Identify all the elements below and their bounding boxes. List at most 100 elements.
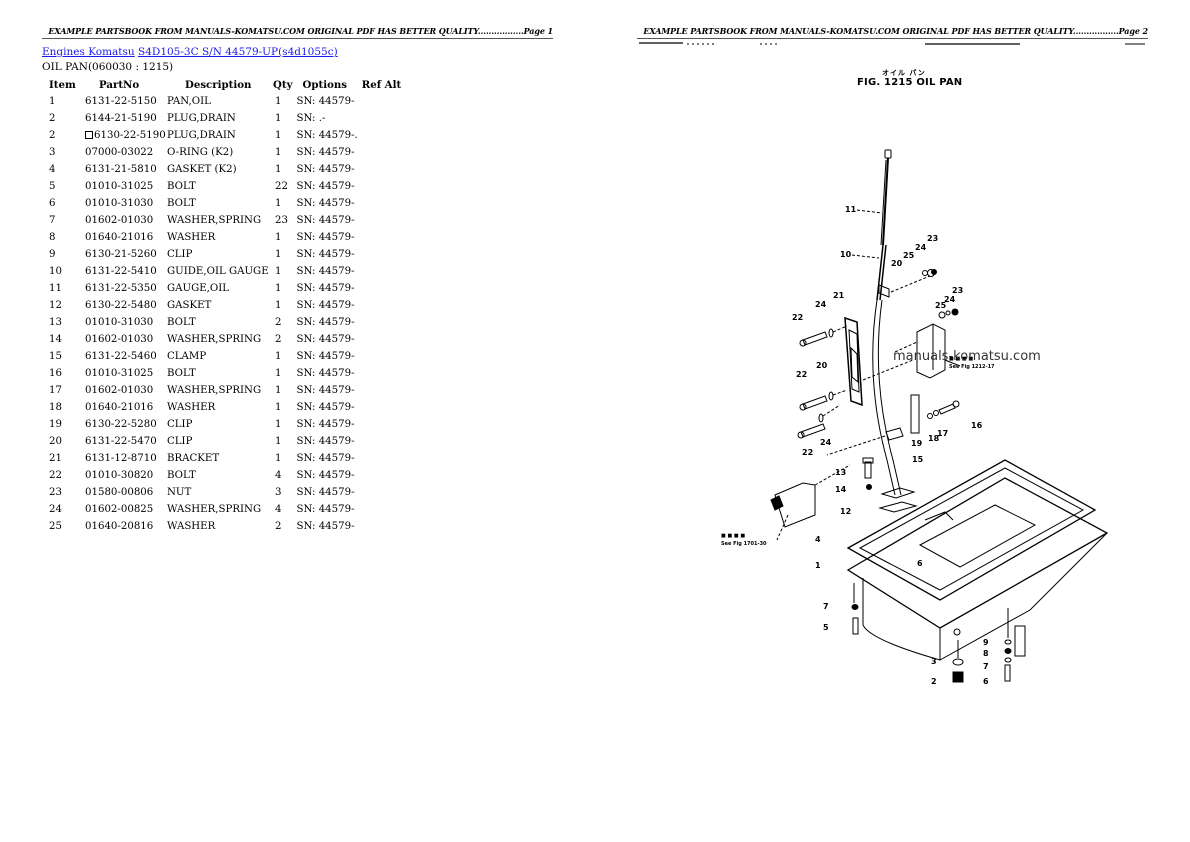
cell-ref-alt xyxy=(358,331,412,348)
cell-options: SN: 44579- xyxy=(296,487,355,498)
breadcrumb-link-engines-komatsu[interactable]: Engines Komatsu xyxy=(42,46,135,58)
cell-partno: 6130-22-5190 xyxy=(85,127,167,144)
svg-text:24: 24 xyxy=(944,295,956,304)
page-header: EXAMPLE PARTSBOOK FROM MANUALS-KOMATSU.C… xyxy=(643,26,1148,36)
cell-partno: 01010-30820 xyxy=(85,470,154,481)
cell-options: SN: 44579- xyxy=(296,402,355,413)
svg-text:6: 6 xyxy=(917,559,923,568)
cell-partno: 01010-31025 xyxy=(85,368,154,379)
oil-gauge-dipstick xyxy=(872,149,902,496)
cell-qty: 2 xyxy=(275,334,282,345)
cell-description: O-RING (K2) xyxy=(167,147,234,158)
bracket-21 xyxy=(844,316,863,407)
cell-ref-alt xyxy=(358,484,412,501)
cell-options: SN: 44579- xyxy=(296,521,355,532)
cell-description: WASHER,SPRING xyxy=(167,504,262,515)
cell-ref-alt xyxy=(358,229,412,246)
cell-qty: 3 xyxy=(275,487,282,498)
cell-description: NUT xyxy=(167,487,192,498)
drain-plug-2 xyxy=(952,640,964,683)
cell-partno: 6131-22-5470 xyxy=(85,436,157,447)
cell-options: SN: 44579- xyxy=(296,351,355,362)
svg-text:20: 20 xyxy=(816,361,828,370)
cell-partno: 01640-21016 xyxy=(85,232,154,243)
cell-options: SN: 44579- xyxy=(296,266,355,277)
svg-text:1: 1 xyxy=(815,561,821,570)
svg-text:See Fig 1212-17: See Fig 1212-17 xyxy=(949,364,995,370)
cell-options: SN: 44579- xyxy=(296,283,355,294)
cell-ref-alt xyxy=(358,212,412,229)
cell-description: WASHER,SPRING xyxy=(167,334,262,345)
svg-text:4: 4 xyxy=(815,535,821,544)
cell-ref-alt xyxy=(358,518,412,535)
cell-options: SN: 44579- xyxy=(296,300,355,311)
cell-qty: 1 xyxy=(275,232,282,243)
cell-ref-alt xyxy=(358,127,412,144)
cell-options: SN: 44579- xyxy=(296,334,355,345)
col-header-ref-alt: Ref Alt xyxy=(361,78,402,91)
cell-item: 22 xyxy=(49,470,62,481)
cell-item: 23 xyxy=(49,487,62,498)
cell-item: 3 xyxy=(49,147,56,158)
mounting-block xyxy=(862,308,961,381)
cell-description: BOLT xyxy=(167,317,196,328)
bolt-group-right xyxy=(1004,608,1026,682)
gauge-base-fasteners xyxy=(862,457,918,513)
cell-qty: 1 xyxy=(275,96,282,107)
svg-text:■ ■ ■ ■: ■ ■ ■ ■ xyxy=(949,356,973,362)
svg-text:15: 15 xyxy=(912,455,924,464)
cell-item: 15 xyxy=(49,351,62,362)
cell-item: 9 xyxy=(49,249,56,260)
cell-ref-alt xyxy=(358,297,412,314)
svg-text:8: 8 xyxy=(983,649,989,658)
cell-qty: 1 xyxy=(275,198,282,209)
page-2: EXAMPLE PARTSBOOK FROM MANUALS-KOMATSU.C… xyxy=(595,0,1190,842)
scan-artifact-lines xyxy=(639,42,1145,45)
cell-qty: 1 xyxy=(275,300,282,311)
svg-text:25: 25 xyxy=(935,301,947,310)
side-bracket xyxy=(770,464,851,541)
cell-ref-alt xyxy=(358,399,412,416)
cell-qty: 1 xyxy=(275,113,282,124)
cell-item: 7 xyxy=(49,215,56,226)
cell-qty: 1 xyxy=(275,436,282,447)
cell-description: BOLT xyxy=(167,368,196,379)
cell-item: 2 xyxy=(49,113,56,124)
cell-description: GAUGE,OIL xyxy=(167,283,230,294)
svg-text:7: 7 xyxy=(823,602,829,611)
cell-partno: 01602-01030 xyxy=(85,215,154,226)
cell-qty: 22 xyxy=(275,181,288,192)
breadcrumb-link-model[interactable]: S4D105-3C S/N 44579-UP(s4d1055c) xyxy=(138,46,338,58)
col-header-options: Options xyxy=(302,78,348,91)
watermark-text: manuals-komatsu.com xyxy=(893,349,1041,364)
cell-ref-alt xyxy=(358,382,412,399)
svg-text:23: 23 xyxy=(952,286,963,295)
cell-description: BOLT xyxy=(167,470,196,481)
svg-text:17: 17 xyxy=(937,429,948,438)
table-header-row: Item PartNo Description Qty Options Ref … xyxy=(42,76,412,93)
svg-text:11: 11 xyxy=(845,205,857,214)
cell-qty: 1 xyxy=(275,283,282,294)
oil-pan-exploded-diagram: 11 10 20 25 24 23 21 24 22 25 24 23 20 2… xyxy=(639,42,1145,686)
cell-qty: 1 xyxy=(275,368,282,379)
cell-description: CLIP xyxy=(167,436,193,447)
parts-table: Item PartNo Description Qty Options Ref … xyxy=(42,76,412,535)
cell-description: PAN,OIL xyxy=(167,96,211,107)
cell-partno: 6131-22-5350 xyxy=(85,283,157,294)
svg-text:18: 18 xyxy=(928,434,940,443)
svg-text:9: 9 xyxy=(983,638,989,647)
cell-qty: 1 xyxy=(275,249,282,260)
cell-ref-alt xyxy=(358,110,412,127)
cell-qty: 1 xyxy=(275,402,282,413)
cell-options: SN: 44579- xyxy=(296,181,355,192)
cell-item: 25 xyxy=(49,521,62,532)
